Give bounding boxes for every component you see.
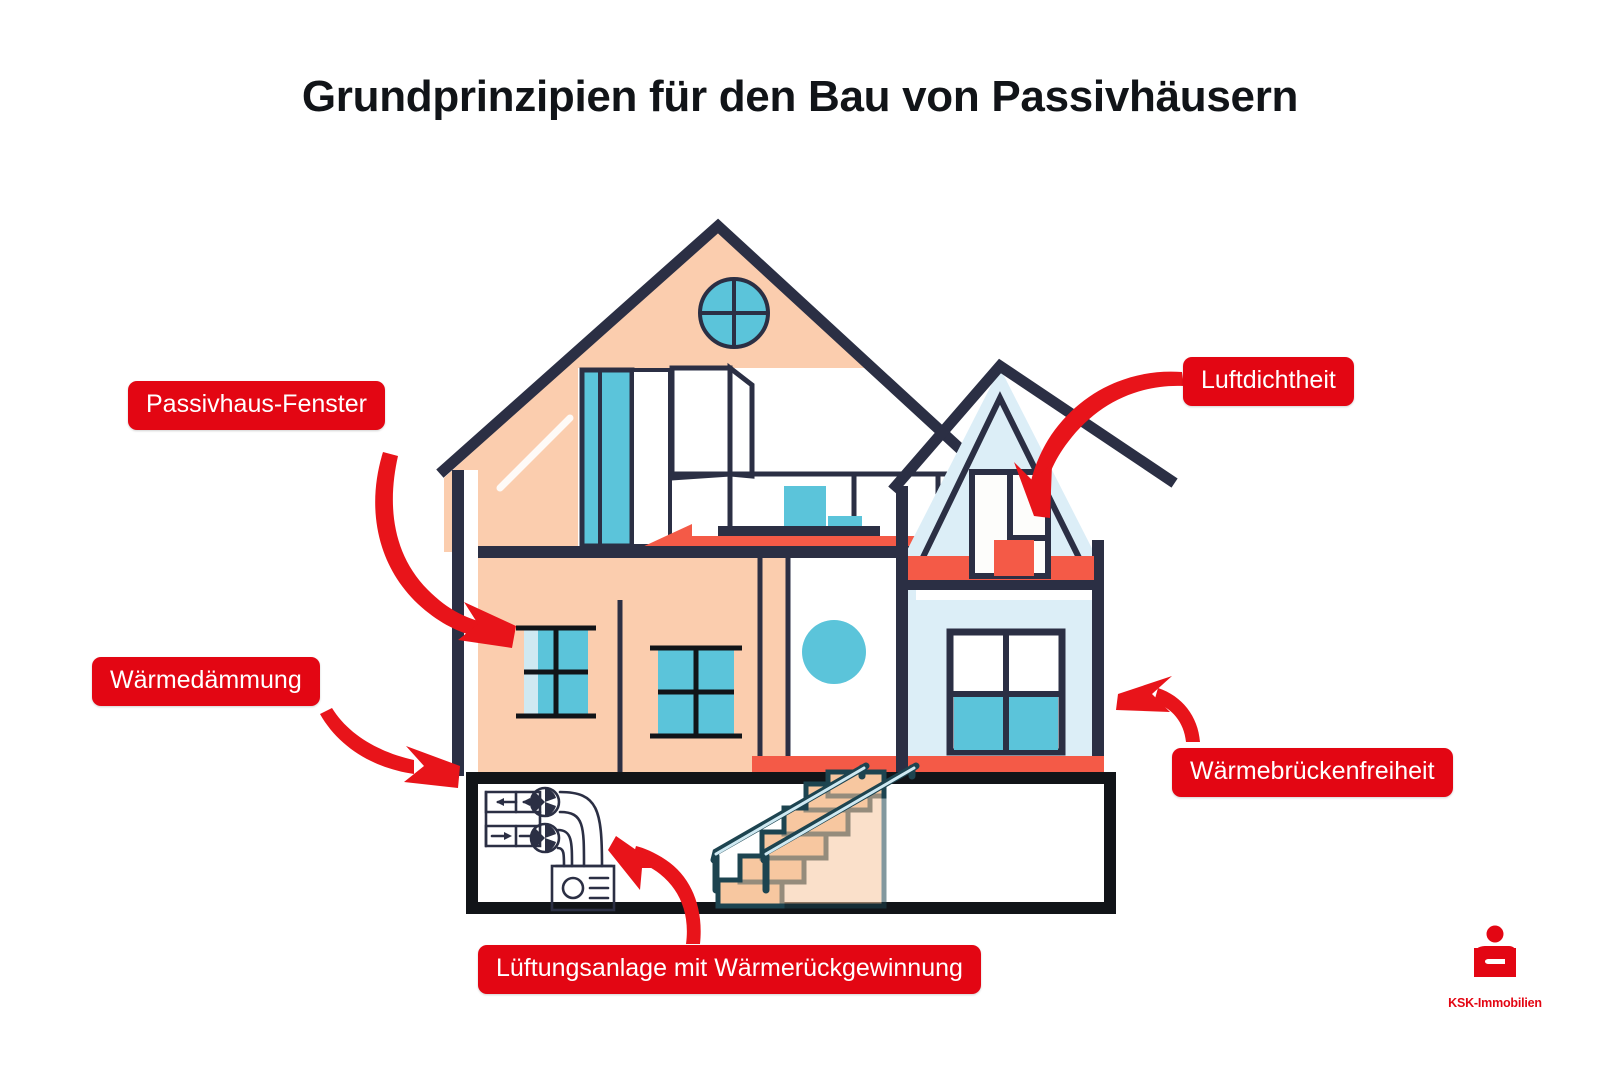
label-passivhaus-fenster[interactable]: Passivhaus-Fenster <box>128 381 385 430</box>
arrow-passivhaus-fenster <box>375 452 516 648</box>
ground-floor-circle-decor <box>802 620 866 684</box>
sparkasse-s-icon <box>1474 925 1516 977</box>
right-wing-floor-band <box>908 756 1104 774</box>
label-waermebrueckenfreiheit[interactable]: Wärmebrückenfreiheit <box>1172 748 1453 797</box>
brand-logo-text: KSK-Immobilien <box>1448 996 1542 1010</box>
right-wing-ground-window <box>946 628 1066 756</box>
arrow-waermebrueckenfreiheit <box>1116 676 1200 742</box>
label-luftdichtheit[interactable]: Luftdichtheit <box>1183 357 1354 406</box>
label-lueftungsanlage[interactable]: Lüftungsanlage mit Wärmerückgewinnung <box>478 945 981 994</box>
attic-round-window-icon <box>698 277 770 349</box>
ground-floor-window-right <box>650 645 742 739</box>
brand-logo[interactable]: KSK-Immobilien <box>1430 925 1560 1025</box>
main-gable-roof <box>436 218 1002 488</box>
right-wing-roof-inner <box>909 391 1093 582</box>
right-wing-roof <box>888 358 1178 494</box>
attic-tall-window <box>579 367 672 549</box>
arrow-waermedaemmung <box>320 708 460 788</box>
arrow-lueftungsanlage <box>608 836 701 944</box>
page-title: Grundprinzipien für den Bau von Passivhä… <box>301 72 1299 121</box>
label-waermedaemmung[interactable]: Wärmedämmung <box>92 657 320 706</box>
right-wing-walls <box>896 486 1116 776</box>
basement-staircase <box>710 762 920 909</box>
ground-floor-window-left <box>516 625 596 719</box>
arrow-luftdichtheit <box>1014 371 1184 518</box>
basement-ventilation-unit <box>484 786 616 912</box>
attic-open-door <box>669 362 755 481</box>
